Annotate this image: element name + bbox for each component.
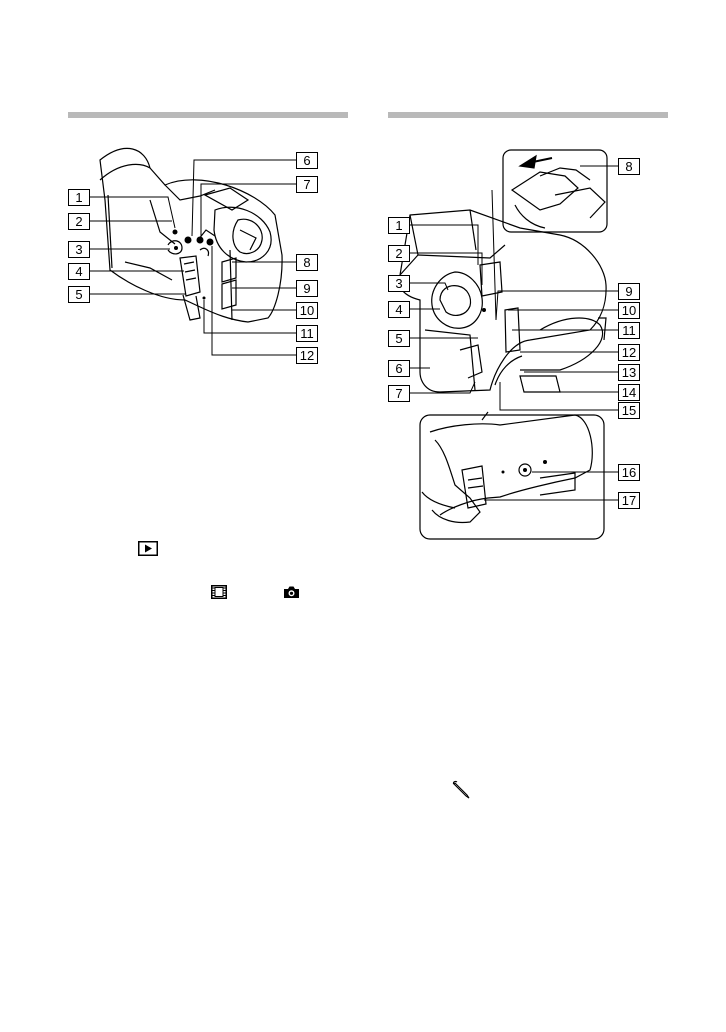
movie-icon (211, 585, 227, 599)
left-callout-1: 1 (68, 189, 90, 206)
left-callout-10: 10 (296, 302, 318, 319)
right-callout-10: 10 (618, 302, 640, 319)
left-callout-11: 11 (296, 325, 318, 342)
right-callout-17: 17 (618, 492, 640, 509)
left-callout-7: 7 (296, 176, 318, 193)
left-callout-9: 9 (296, 280, 318, 297)
pencil-icon (452, 780, 470, 799)
play-icon (138, 541, 158, 556)
camera-icon (284, 586, 299, 598)
left-callout-12: 12 (296, 347, 318, 364)
right-callout-15: 15 (618, 402, 640, 419)
right-callout-16: 16 (618, 464, 640, 481)
right-callout-11: 11 (618, 322, 640, 339)
left-callout-5: 5 (68, 286, 90, 303)
right-callout-7: 7 (388, 385, 410, 402)
right-callout-2: 2 (388, 245, 410, 262)
right-callout-1: 1 (388, 217, 410, 234)
right-callout-13: 13 (618, 364, 640, 381)
right-callout-3: 3 (388, 275, 410, 292)
left-section-rule (68, 112, 348, 118)
right-section-rule (388, 112, 668, 118)
left-callout-2: 2 (68, 213, 90, 230)
right-callout-8: 8 (618, 158, 640, 175)
right-callout-9: 9 (618, 283, 640, 300)
right-callout-4: 4 (388, 301, 410, 318)
right-callout-14: 14 (618, 384, 640, 401)
left-callout-8: 8 (296, 254, 318, 271)
left-callout-6: 6 (296, 152, 318, 169)
left-callout-3: 3 (68, 241, 90, 258)
left-callout-4: 4 (68, 263, 90, 280)
right-callout-6: 6 (388, 360, 410, 377)
right-callout-5: 5 (388, 330, 410, 347)
right-callout-12: 12 (618, 344, 640, 361)
